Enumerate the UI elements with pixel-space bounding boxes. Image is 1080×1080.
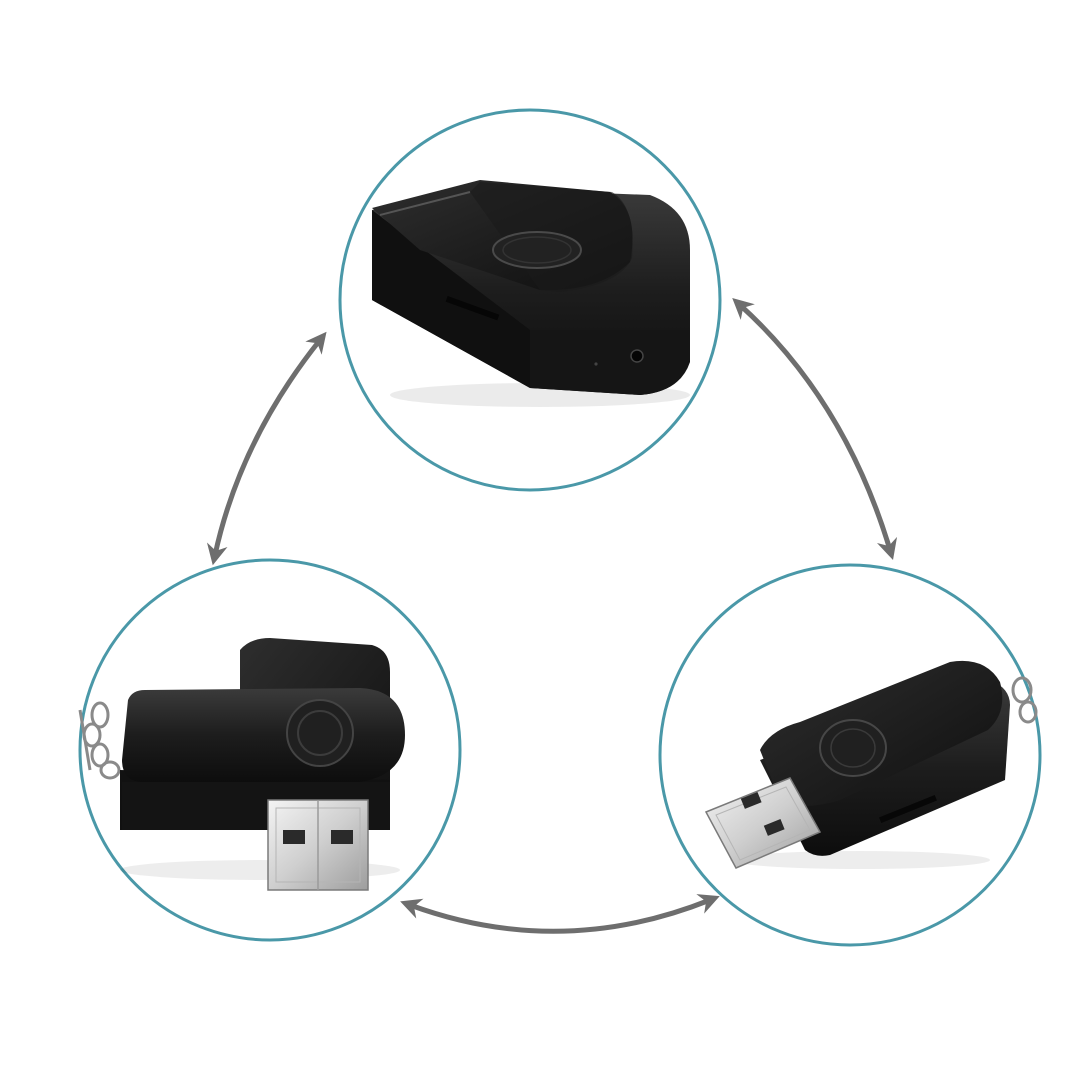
- panel-bottom-right: [658, 563, 1042, 947]
- usb-stick-closed-icon: [372, 180, 690, 407]
- double-arrow-icon: [732, 297, 898, 561]
- panel-top: [338, 108, 722, 492]
- double-arrow-icon: [400, 894, 720, 934]
- usb-stick-open-icon: [704, 660, 1038, 869]
- usb-stick-half-open-icon: [78, 638, 405, 891]
- panel-bottom-left: [78, 558, 462, 942]
- double-arrow-icon: [206, 331, 327, 566]
- usb-connector-icon: [704, 777, 822, 869]
- usb-connector-icon: [267, 799, 369, 891]
